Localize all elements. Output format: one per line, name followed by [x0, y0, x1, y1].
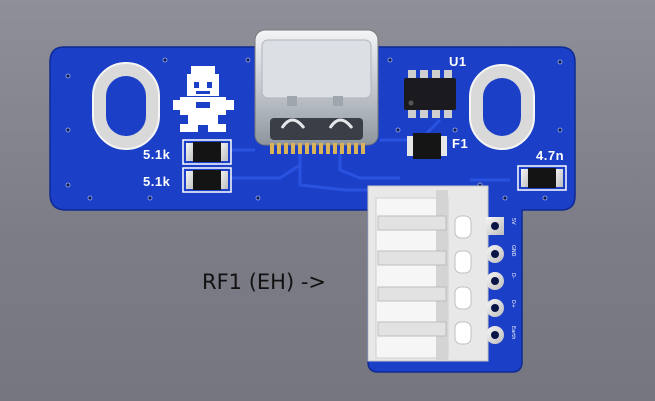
connector-caption: RF1 (EH) ->: [202, 270, 327, 294]
robot-logo-silkscreen: [173, 66, 234, 132]
pin-label-dminus: D-: [510, 273, 516, 279]
copper-traces: [230, 118, 510, 192]
vias: [65, 57, 563, 201]
r1-label: 5.1k: [143, 147, 171, 162]
f1-fuse: [407, 133, 447, 159]
eh-connector: [367, 185, 489, 362]
pin-label-earth: Earth: [510, 326, 516, 340]
usb-c-connector: [254, 29, 379, 146]
r2-resistor: [182, 167, 232, 193]
u1-label: U1: [449, 54, 467, 69]
usb-c-pins: [270, 143, 365, 154]
f1-label: F1: [452, 136, 469, 151]
pin-label-5v: 5V: [510, 218, 516, 225]
u1-chip: [404, 70, 456, 118]
mount-hole-right: [469, 64, 535, 150]
pin-label-gnd: GND: [510, 245, 516, 257]
c1-label: 4.7n: [536, 148, 565, 163]
r2-label: 5.1k: [143, 174, 171, 189]
c1-capacitor: [517, 165, 567, 191]
mount-hole-left: [92, 62, 160, 150]
r1-resistor: [182, 139, 232, 165]
pin-label-dplus: D+: [510, 300, 516, 309]
eh-pads: [486, 217, 504, 344]
